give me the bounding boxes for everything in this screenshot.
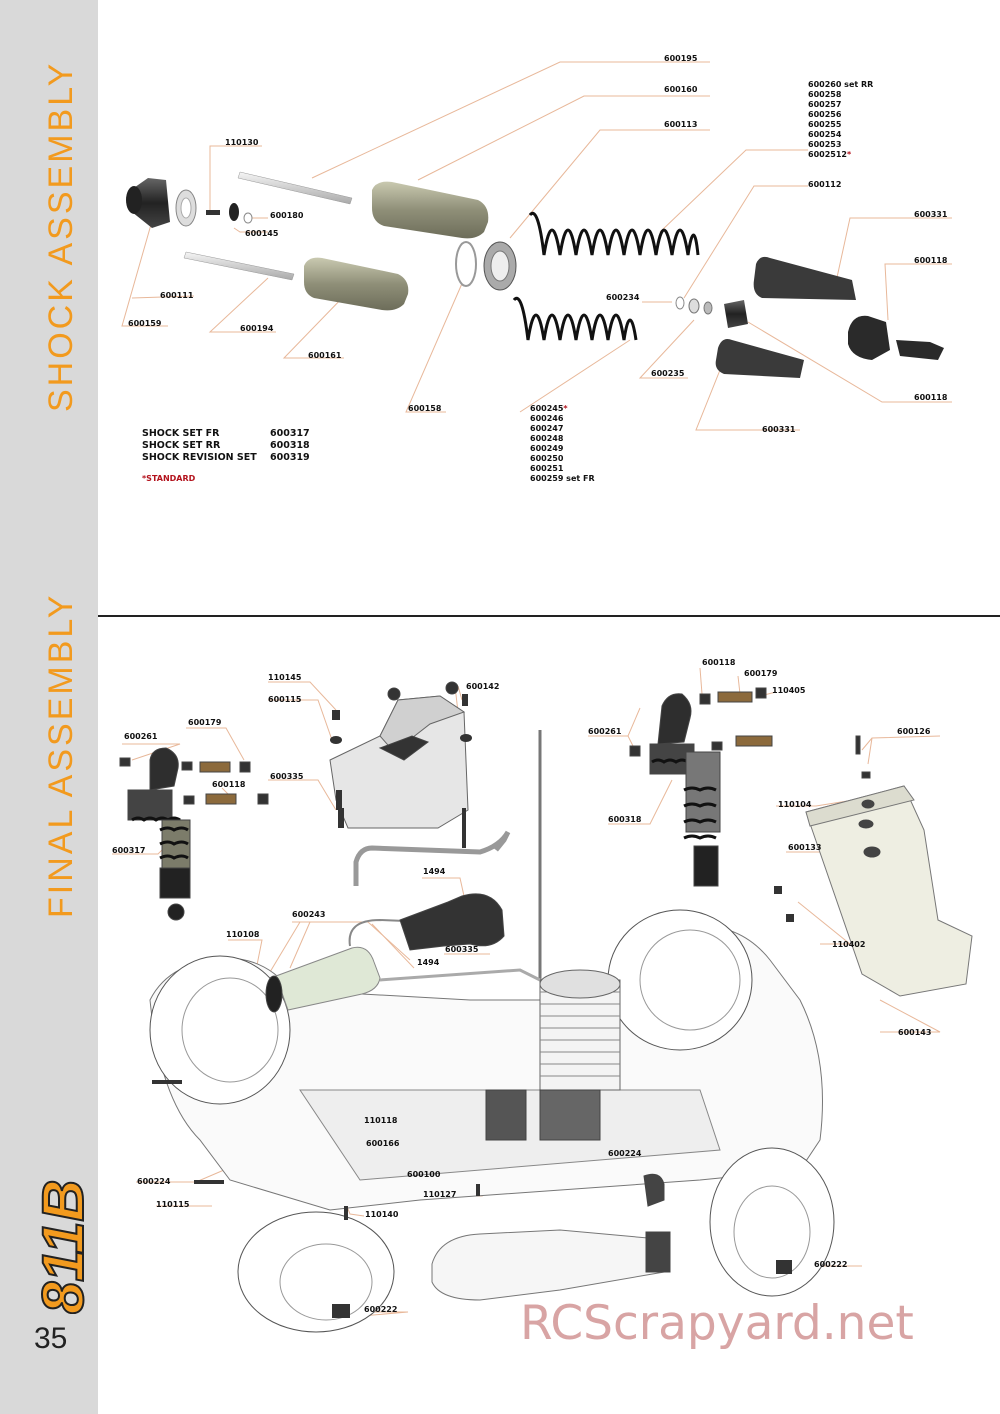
part-label-600331-top: 600331 xyxy=(914,210,948,219)
part-label-1494-top: 1494 xyxy=(423,867,446,876)
part-label-600261-right: 600261 xyxy=(588,727,622,736)
set-name: SHOCK REVISION SET xyxy=(142,452,257,463)
part-label-600143: 600143 xyxy=(898,1028,932,1037)
part-label-600234: 600234 xyxy=(606,293,640,302)
part-label-600160: 600160 xyxy=(664,85,698,94)
spring-fr-item-standard: 600245* xyxy=(530,404,595,414)
spring-rr-standard-code: 6002512 xyxy=(808,150,847,159)
part-label-600261-left: 600261 xyxy=(124,732,158,741)
part-label-110104: 110104 xyxy=(778,800,812,809)
spring-fr-item: 600259 set FR xyxy=(530,474,595,483)
set-code: 600317 xyxy=(270,428,310,439)
part-label-600100: 600100 xyxy=(407,1170,441,1179)
part-label-600194: 600194 xyxy=(240,324,274,333)
page-number: 35 xyxy=(34,1322,68,1355)
part-label-600331-bottom: 600331 xyxy=(762,425,796,434)
part-label-600317: 600317 xyxy=(112,846,146,855)
section-divider xyxy=(98,615,1000,617)
part-label-600222-right: 600222 xyxy=(814,1260,848,1269)
spring-fr-standard-code: 600245 xyxy=(530,404,564,413)
shock-set-list: SHOCK SET FR 600317 SHOCK SET RR 600318 SH… xyxy=(142,428,310,464)
part-label-600111: 600111 xyxy=(160,291,194,300)
shock-set-row: SHOCK REVISION SET 600319 xyxy=(142,452,310,464)
part-label-600145: 600145 xyxy=(245,229,279,238)
part-label-600118-final-left: 600118 xyxy=(212,780,246,789)
part-label-600158: 600158 xyxy=(408,404,442,413)
sidebar xyxy=(0,0,98,1414)
spring-rr-item: 600255 xyxy=(808,120,842,129)
set-name: SHOCK SET FR xyxy=(142,428,220,439)
part-label-600318: 600318 xyxy=(608,815,642,824)
part-label-600118-final-top: 600118 xyxy=(702,658,736,667)
part-label-600224-left: 600224 xyxy=(137,1177,171,1186)
set-code: 600319 xyxy=(270,452,310,463)
spring-fr-item: 600246 xyxy=(530,414,564,423)
part-label-110402: 110402 xyxy=(832,940,866,949)
spring-rr-item: 600256 xyxy=(808,110,842,119)
part-label-110145: 110145 xyxy=(268,673,302,682)
standard-star: * xyxy=(846,150,852,159)
spring-rr-item: 600257 xyxy=(808,100,842,109)
watermark: RCScrapyard.net xyxy=(520,1296,914,1351)
part-label-600335-manifold: 600335 xyxy=(445,945,479,954)
spring-list-fr: 600245* 600246 600247 600248 600249 6002… xyxy=(530,404,595,484)
spring-fr-item: 600249 xyxy=(530,444,564,453)
spring-rr-item-standard: 6002512* xyxy=(808,150,873,160)
part-label-110130: 110130 xyxy=(225,138,259,147)
shock-set-row: SHOCK SET FR 600317 xyxy=(142,428,310,440)
part-label-600115: 600115 xyxy=(268,695,302,704)
part-label-600195: 600195 xyxy=(664,54,698,63)
part-label-110108: 110108 xyxy=(226,930,260,939)
part-label-600161: 600161 xyxy=(308,351,342,360)
shock-set-row: SHOCK SET RR 600318 xyxy=(142,440,310,452)
part-label-110118: 110118 xyxy=(364,1116,398,1125)
spring-fr-item: 600248 xyxy=(530,434,564,443)
spring-fr-item: 600247 xyxy=(530,424,564,433)
part-label-1494-bottom: 1494 xyxy=(417,958,440,967)
car-drawing xyxy=(119,681,973,1333)
part-label-600179-right: 600179 xyxy=(744,669,778,678)
part-label-600243: 600243 xyxy=(292,910,326,919)
spring-fr-item: 600250 xyxy=(530,454,564,463)
part-label-600166: 600166 xyxy=(366,1139,400,1148)
part-label-600335-tank: 600335 xyxy=(270,772,304,781)
part-label-600222-left: 600222 xyxy=(364,1305,398,1314)
set-code: 600318 xyxy=(270,440,310,451)
spring-rr-item: 600260 set RR xyxy=(808,80,874,89)
part-label-600126: 600126 xyxy=(897,727,931,736)
part-label-110127: 110127 xyxy=(423,1190,457,1199)
part-label-600179-left: 600179 xyxy=(188,718,222,727)
part-label-600224-right: 600224 xyxy=(608,1149,642,1158)
part-label-600113: 600113 xyxy=(664,120,698,129)
spring-rr-item: 600253 xyxy=(808,140,842,149)
shock-leader-lines xyxy=(121,61,952,431)
part-label-110115: 110115 xyxy=(156,1200,190,1209)
part-label-600112: 600112 xyxy=(808,180,842,189)
shock-parts xyxy=(126,171,944,378)
standard-star: * xyxy=(563,404,568,413)
spring-rr-item: 600254 xyxy=(808,130,842,139)
spring-rr-item: 600258 xyxy=(808,90,842,99)
part-label-600159: 600159 xyxy=(128,319,162,328)
spring-fr-item: 600251 xyxy=(530,464,564,473)
part-label-600133: 600133 xyxy=(788,843,822,852)
part-label-600118-bottom: 600118 xyxy=(914,393,948,402)
part-label-600235: 600235 xyxy=(651,369,685,378)
part-label-600118-top: 600118 xyxy=(914,256,948,265)
standard-note: *STANDARD xyxy=(142,474,196,483)
spring-list-rr: 600260 set RR 600258 600257 600256 60025… xyxy=(808,80,873,160)
part-label-600180: 600180 xyxy=(270,211,304,220)
part-label-110405: 110405 xyxy=(772,686,806,695)
logo-text: 811B xyxy=(38,1180,88,1314)
part-label-110140: 110140 xyxy=(365,1210,399,1219)
set-name: SHOCK SET RR xyxy=(142,440,221,451)
part-label-600142: 600142 xyxy=(466,682,500,691)
brand-logo: 811B xyxy=(38,1179,88,1314)
